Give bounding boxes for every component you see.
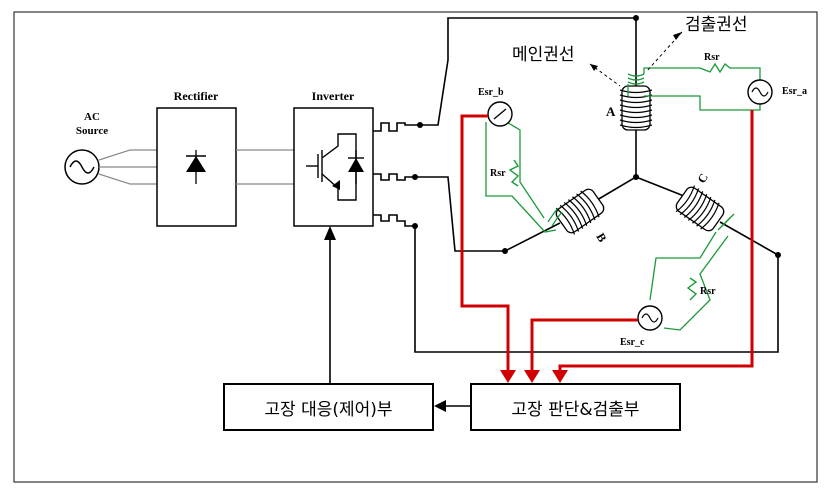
main-winding-b: [555, 188, 605, 235]
rsr-c-label: Rsr: [700, 286, 716, 297]
main-winding-a: [619, 67, 700, 131]
inverter-output-wires: [373, 17, 779, 353]
rsr-b-label: Rsr: [490, 168, 506, 179]
ac-source-label-1: AC: [84, 111, 100, 123]
fault-response-block: 고장 대응(제어)부: [223, 383, 434, 431]
feedback-path: [329, 236, 470, 407]
sensing-winding-b: [485, 117, 563, 233]
detection-arrowheads: [500, 370, 568, 383]
motor-star-wiring: [504, 130, 779, 256]
sensing-winding-a: [627, 67, 700, 96]
sensing-circuit-c: Rsr Esr_c: [620, 277, 716, 348]
frame: [13, 11, 818, 483]
main-winding-label: 메인권선: [512, 45, 575, 65]
sensing-circuit-b: Rsr Esr_b: [478, 87, 520, 187]
detection-winding-arrowhead: [673, 32, 682, 40]
esr-c-label: Esr_c: [620, 337, 645, 348]
dc-link-wires: [236, 149, 294, 185]
phase-c-label: C: [694, 171, 710, 186]
rectifier-block: Rectifier: [156, 89, 237, 227]
inverter-block: Inverter: [293, 89, 374, 227]
main-winding-c: [675, 185, 725, 232]
main-winding-arrowhead: [590, 64, 598, 71]
rsr-a-label: Rsr: [704, 52, 720, 63]
sensing-winding-c: [649, 213, 735, 331]
detection-to-control-arrowhead: [434, 400, 446, 412]
phase-a-label: A: [606, 104, 616, 119]
esr-b-label: Esr_b: [478, 87, 504, 98]
esr-a-label: Esr_a: [782, 86, 807, 97]
ac-source-label-2: Source: [76, 125, 108, 137]
detection-signal-lines: [460, 110, 754, 372]
inverter-label: Inverter: [312, 89, 355, 103]
sensing-circuit-a: Rsr Esr_a: [644, 52, 807, 111]
rectifier-label: Rectifier: [174, 89, 219, 103]
ac-source: AC Source: [64, 111, 108, 185]
phase-b-label: B: [593, 231, 609, 245]
detection-winding-label: 검출권선: [685, 15, 748, 35]
control-to-inverter-arrowhead: [324, 226, 336, 240]
fault-detection-block: 고장 판단&검출부: [470, 383, 681, 431]
ac-to-rectifier-wires: [98, 149, 157, 185]
